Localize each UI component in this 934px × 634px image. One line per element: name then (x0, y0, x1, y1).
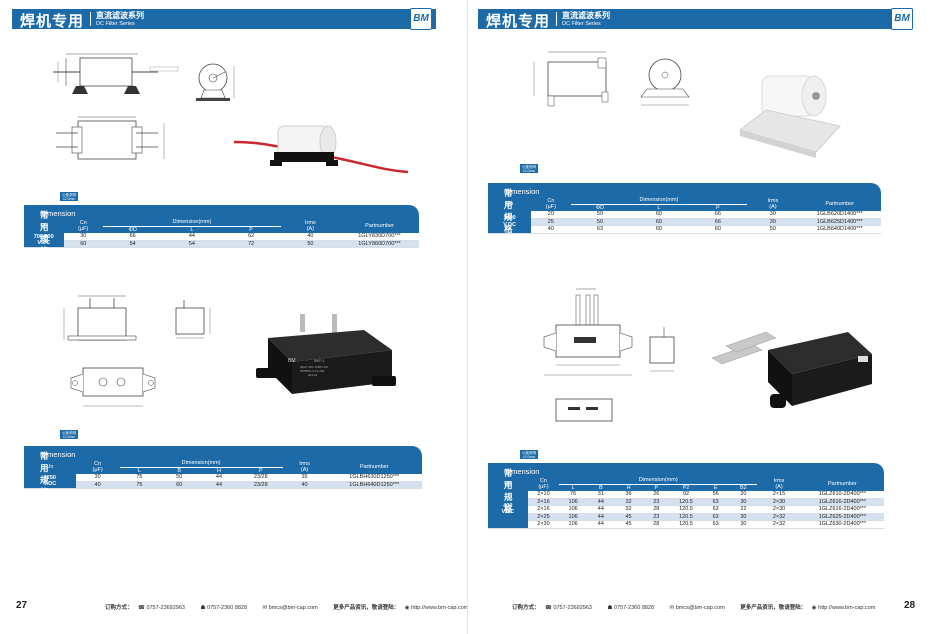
spec-table-700v: 常用规格 Dimension Un Cn(μF) Dimension(mm) I… (24, 205, 419, 256)
table-row: 40 75 60 44 23/28 40 1GLBH640D1250*** (24, 481, 422, 489)
spec-table-1250v: 常用规格 Dimension Un Cn(μF) Dimension(mm) I… (24, 446, 422, 497)
dimension-table: Un Cn(μF) Dimension(mm) Irms(A) Partnumb… (488, 477, 884, 529)
product-photo-white-cylinder (736, 66, 848, 160)
box-bottom-drawing (65, 360, 175, 415)
header-title: 焊机专用 (20, 13, 85, 30)
product-print-sub: 65/85/21 Irms 40A (300, 369, 325, 373)
email-icon: ✉ (262, 605, 268, 611)
product-photo-box-capacitor: BM MKP-L 40μF ±5% 1250V.DC 65/85/21 Irms… (252, 310, 402, 405)
dimension-table: Un Cn(μF) Dimension(mm) Irms(A) Partnumb… (488, 197, 881, 234)
page-number-left: 27 (16, 600, 28, 611)
spec-table-400v: 常用规格 Dimension Un Cn(μF) Dimension(mm) I… (488, 463, 884, 529)
unit-tag: 公差说明 ±2.0mm (60, 192, 78, 201)
product-photo-cylindrical-capacitor (230, 112, 410, 184)
phone-icon: ☎ (138, 605, 145, 611)
email-link[interactable]: bmcs@bm-cap.com (675, 605, 725, 611)
side-view-drawing (188, 60, 238, 105)
dual-cap-bottom-drawing (546, 395, 626, 427)
header-subtitle: 直流滤波系列 DC Filter Series (96, 11, 144, 27)
table-row: 2×16 106 44 32 23 120.5 63 30 2×30 1GLZ6… (488, 498, 884, 506)
unit-tag: 公差说明 ±2.0mm (520, 164, 538, 173)
left-page: 焊机专用 直流滤波系列 DC Filter Series BM (12, 8, 469, 611)
front-view-drawing (48, 52, 183, 102)
dual-cap-front-drawing (538, 285, 638, 385)
table-row: 2×16 106 44 32 28 120.5 63 22 2×30 1GLZ6… (488, 505, 884, 514)
box-side-drawing (170, 292, 215, 344)
cylinder-side-drawing (633, 55, 698, 110)
unit-tag: 公差说明 ±2.0mm (520, 450, 538, 459)
phone-icon: ☎ (545, 605, 552, 611)
web-icon: ◉ (811, 605, 817, 611)
email-icon: ✉ (669, 605, 675, 611)
table-row: 25 50 60 66 30 1GLB625D1400*** (488, 218, 881, 226)
box-front-drawing (60, 292, 145, 352)
bm-logo: BM (891, 8, 913, 30)
web-icon: ◉ (404, 605, 410, 611)
cylinder-front-drawing (528, 48, 618, 110)
top-view-drawing (50, 115, 170, 165)
product-print-date: 2014.8 (308, 373, 318, 377)
fax-icon: ☗ (607, 605, 613, 611)
dimension-table: Un Cn(μF) Dimension(mm) Irms(A) Partnumb… (24, 219, 419, 248)
right-page: 焊机专用 直流滤波系列 DC Filter Series BM (467, 0, 934, 634)
table-row: 40 63 60 60 50 1GLB640D1400*** (488, 225, 881, 234)
header-subtitle: 直流滤波系列 DC Filter Series (562, 11, 610, 27)
page-number-right: 28 (904, 600, 916, 611)
dual-cap-side-drawing (644, 325, 684, 380)
website-link[interactable]: http://www.bm-cap.com (818, 605, 876, 611)
page-header: 焊机专用 直流滤波系列 DC Filter Series (12, 9, 436, 30)
email-link[interactable]: bmcs@bm-cap.com (268, 605, 318, 611)
fax-icon: ☗ (200, 605, 206, 611)
table-row: 2×30 106 44 45 28 120.5 63 30 2×32 1GLZ6… (488, 520, 884, 529)
product-print-rating: 40μF ±5% 1250V.DC (300, 365, 329, 369)
product-print-model: MKP-L (314, 359, 325, 363)
product-photo-dual-box-capacitor (708, 320, 878, 420)
website-link[interactable]: http://www.bm-cap.com (411, 605, 469, 611)
dimension-table: Un Cn(μF) Dimension(mm) Irms(A) Partnumb… (24, 460, 422, 489)
page-header: 焊机专用 直流滤波系列 DC Filter Series (478, 9, 906, 30)
table-row: 60 54 54 72 50 1GLY860D700*** (24, 240, 419, 248)
bm-logo: BM (410, 8, 432, 30)
header-title: 焊机专用 (486, 13, 551, 30)
table-row: 2×25 106 44 45 23 120.5 63 30 2×32 1GLZ6… (488, 513, 884, 521)
spec-table-1400v: 常用规格 Dimension Un Cn(μF) Dimension(mm) I… (488, 183, 881, 234)
contact-footer-left: 订购方式： ☎ 0757-23692963 ☗ 0757-2360 8828 ✉… (105, 605, 469, 611)
contact-footer-right: 订购方式： ☎ 0757-23692963 ☗ 0757-2360 8828 ✉… (512, 605, 876, 611)
product-print-brand: BM (288, 358, 296, 364)
unit-tag: 公差说明 ±2.0mm (60, 430, 78, 439)
